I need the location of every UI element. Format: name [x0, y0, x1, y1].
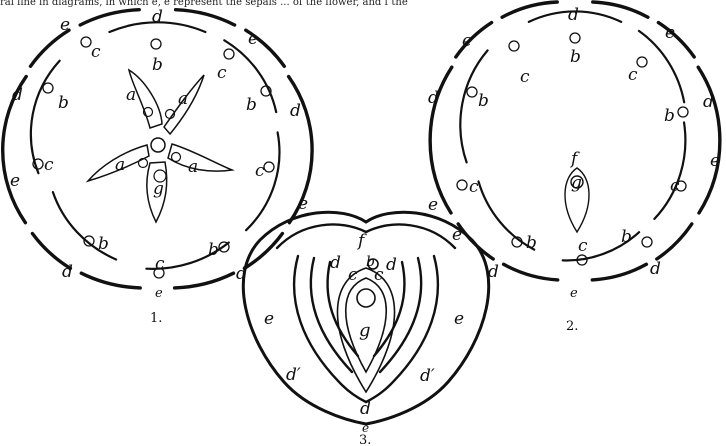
fig2-label-d-right: d	[703, 92, 714, 112]
fig1-label-e-top-right: e	[248, 29, 258, 49]
fig1-label-b-bottom-left: b	[98, 234, 109, 254]
fig3-label-e-left: e	[264, 309, 274, 329]
fig1-label-e-left: e	[10, 171, 20, 191]
fig1-label-b-top: b	[152, 55, 163, 75]
fig2-label-d-top: d	[568, 5, 579, 25]
fig3-label-e-top-right: e	[452, 225, 462, 245]
fig1-label-d-bottom-right: d	[236, 264, 247, 284]
fig2-label-b-bottom-right: b	[621, 227, 632, 247]
fig1-label-e-top-left: e	[60, 15, 70, 35]
fig3-label-e-right: e	[454, 309, 464, 329]
fig1-label-b-right: b	[246, 95, 257, 115]
fig3-label-d-prime-right: d′	[420, 366, 435, 386]
fig2-label-e-left: e	[428, 195, 438, 215]
fig1-label-b-left: b	[58, 93, 69, 113]
fig2-label-e-top-left: e	[462, 31, 472, 51]
fig2-label-d-left: d	[428, 88, 439, 108]
fig2-label-e-top-right: e	[665, 23, 675, 43]
fig3-label-f-top: f	[356, 231, 367, 251]
fig1-label-a-top-right: a	[178, 89, 188, 109]
fig1-label-c-bottom: c	[155, 254, 165, 274]
fig2-label-c-right: c	[670, 176, 680, 196]
fig2-label-e-bottom: e	[570, 286, 578, 301]
fig2-outer-arcs	[430, 2, 720, 280]
fig2-label-b-left: b	[478, 91, 489, 111]
fig3-label-d-prime-left: d′	[286, 365, 301, 385]
fig2-label-c-bottom: c	[578, 236, 588, 256]
fig2-label-g-center: g	[571, 173, 582, 193]
fig3-label-c-inner-left: c	[348, 265, 358, 285]
floral-diagram-1	[3, 10, 312, 288]
fig2-label-c-left: c	[469, 177, 479, 197]
fig2-label-b-bottom-left: b	[526, 233, 537, 253]
fig1-label-e-right: e	[298, 194, 308, 214]
fig1-label-b-bottom-right: b	[208, 240, 219, 260]
fig3-label-d-inner-right: d	[386, 255, 397, 275]
fig1-label-c-right: c	[255, 161, 265, 181]
fig1-label-a-left: a	[115, 155, 125, 175]
fig3-label-g-center: g	[359, 320, 371, 341]
fig3-number: 3.	[359, 433, 371, 446]
fig1-label-c-left: c	[44, 155, 54, 175]
fig1-label-a-right: a	[188, 157, 198, 177]
fig1-number: 1.	[150, 311, 162, 326]
fig1-label-d-left: d	[12, 85, 23, 105]
fig2-label-c-top-left: c	[520, 67, 530, 87]
fig2-number: 2.	[566, 319, 578, 334]
fig1-label-e-bottom: e	[155, 286, 163, 301]
fig1-label-g-center: g	[153, 179, 164, 199]
fig3-label-c-inner-right: c	[374, 265, 384, 285]
fig3-label-d-bottom: d	[360, 399, 371, 419]
fig1-star-pistil	[88, 70, 232, 222]
floral-diagram-2	[430, 2, 720, 280]
fig1-label-d-top: d	[152, 7, 163, 27]
fig2-label-d-bottom-right: d	[650, 259, 661, 279]
fig3-label-d-inner-left: d	[330, 253, 341, 273]
fig1-label-d-bottom-left: d	[62, 262, 73, 282]
fig2-label-c-top-right: c	[628, 65, 638, 85]
fig1-label-c-top-left: c	[91, 42, 101, 62]
fig2-label-b-right: b	[664, 106, 675, 126]
fig2-label-f-center: f	[569, 149, 580, 169]
fig2-label-e-right: e	[710, 151, 720, 171]
fig1-label-c-top-right: c	[217, 63, 227, 83]
fig1-label-a-top-left: a	[126, 85, 136, 105]
fig2-label-b-top: b	[570, 47, 581, 67]
fig1-label-d-right-top: d	[290, 101, 301, 121]
fig2-label-d-bottom-left: d	[488, 262, 499, 282]
